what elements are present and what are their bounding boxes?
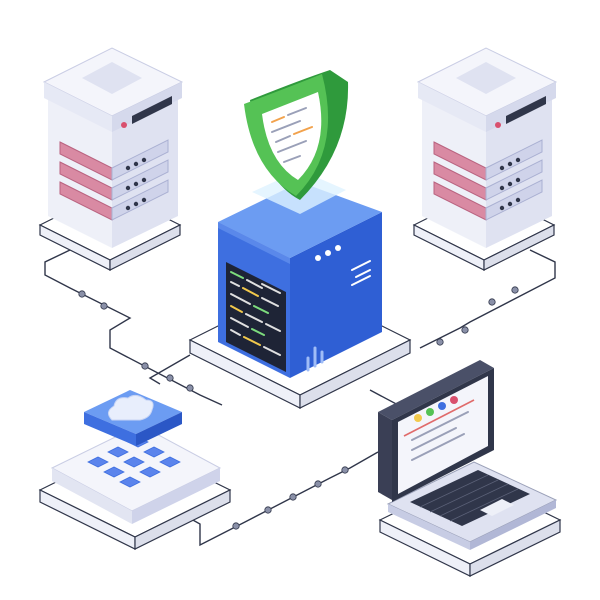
laptop-icon [378,360,562,577]
connection-nodes [78,286,519,530]
server-rack-icon [412,47,558,271]
connection-keypad-to-laptop [174,451,379,547]
connection-center-to-keypad [148,354,191,385]
cloud-icon [108,394,154,421]
central-server-icon [188,182,412,409]
connection-left-to-center [44,249,223,406]
security-shield-icon [244,70,349,214]
cloud-keypad-icon [38,390,232,550]
connection-right-to-center [419,249,556,349]
server-rack-icon [38,47,184,271]
